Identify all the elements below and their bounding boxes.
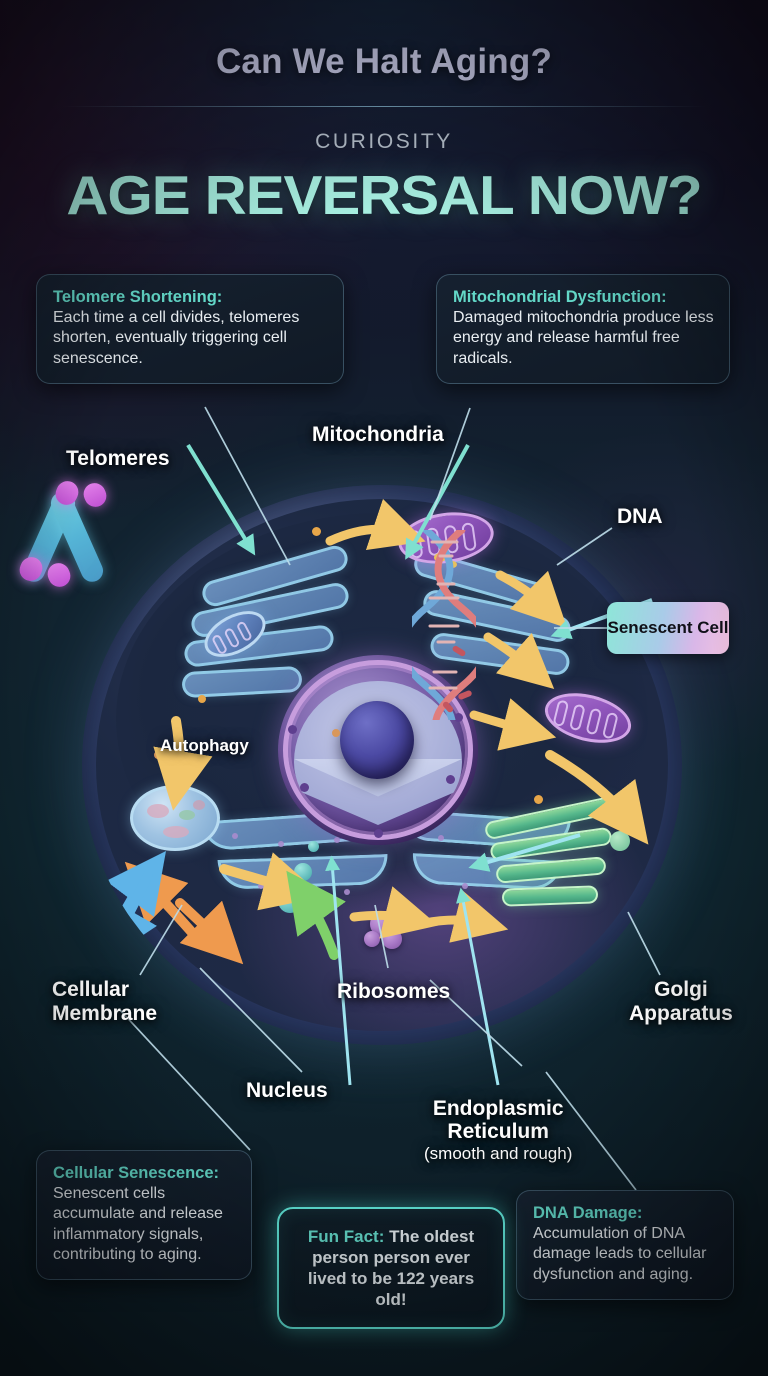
callout-body: Accumulation of DNA damage leads to cell… [533, 1225, 707, 1283]
label-golgi-apparatus: Golgi Apparatus [629, 978, 733, 1025]
callout-pointer-arrows [186, 443, 653, 1086]
header-divider [62, 106, 706, 107]
senescent-cell-badge: Senescent Cell [607, 602, 729, 654]
label-telomeres: Telomeres [66, 447, 170, 470]
label-autophagy: Autophagy [160, 736, 249, 755]
header: Can We Halt Aging? CURIOSITY AGE REVERSA… [0, 0, 768, 250]
category-eyebrow: CURIOSITY [315, 130, 453, 153]
label-er-sub: (smooth and rough) [424, 1143, 573, 1163]
callout-body: Senescent cells accumulate and release i… [53, 1185, 223, 1263]
main-headline: AGE REVERSAL NOW? [66, 164, 702, 226]
page-title: Can We Halt Aging? [215, 42, 553, 81]
label-er-main: Endoplasmic Reticulum [432, 1096, 564, 1144]
label-mitochondria: Mitochondria [312, 423, 444, 446]
callout-cellular-senescence: Cellular Senescence: Senescent cells acc… [36, 1150, 252, 1281]
label-nucleus: Nucleus [246, 1079, 328, 1102]
label-dna: DNA [617, 505, 663, 528]
cell-illustration [16, 443, 710, 1086]
callout-telomere-shortening: Telomere Shortening: Each time a cell di… [36, 274, 344, 384]
senescent-cell-badge-label: Senescent Cell [607, 617, 729, 637]
fun-fact-label: Fun Fact: [307, 1226, 385, 1246]
callout-title: Mitochondrial Dysfunction: [453, 288, 667, 306]
callout-title: Cellular Senescence: [53, 1164, 219, 1182]
label-ribosomes: Ribosomes [337, 980, 451, 1003]
callout-body: Damaged mitochondria produce less energy… [453, 309, 714, 367]
fun-fact-box: Fun Fact: The oldest person person ever … [277, 1207, 505, 1329]
callout-title: DNA Damage: [533, 1204, 643, 1222]
fun-fact-text: Fun Fact: The oldest person person ever … [291, 1226, 491, 1311]
label-endoplasmic-reticulum: Endoplasmic Reticulum (smooth and rough) [424, 1073, 572, 1186]
callout-dna-damage: DNA Damage: Accumulation of DNA damage l… [516, 1190, 734, 1300]
callout-body: Each time a cell divides, telomeres shor… [53, 309, 300, 367]
label-cellular-membrane: Cellular Membrane [52, 978, 158, 1025]
callout-title: Telomere Shortening: [53, 288, 223, 306]
callout-mitochondrial-dysfunction: Mitochondrial Dysfunction: Damaged mitoc… [436, 274, 730, 384]
